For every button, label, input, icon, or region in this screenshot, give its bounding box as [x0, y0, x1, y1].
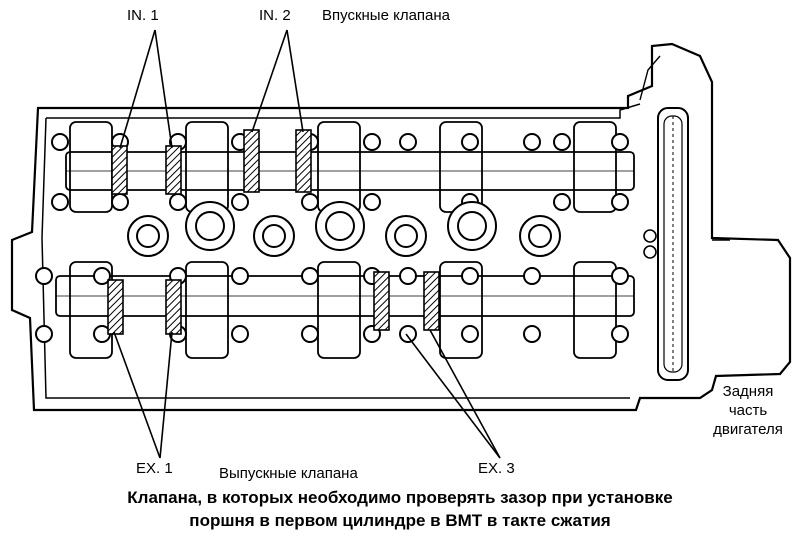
in2-label: IN. 2	[259, 7, 291, 24]
rear-line-3: двигателя	[713, 421, 783, 438]
caption-line-1: Клапана, в которых необходимо проверять …	[127, 488, 673, 507]
intake-valves-label: Впускные клапана	[322, 7, 451, 24]
pointer-lines	[113, 29, 501, 459]
exhaust-camshaft	[55, 275, 635, 317]
timing-chain	[639, 55, 730, 381]
spark-plug-wells	[127, 201, 561, 257]
cylinder-head-outline	[10, 42, 792, 412]
exhaust-valves-hatched	[107, 271, 440, 335]
rear-of-engine-label: Задняя часть двигателя	[700, 382, 796, 439]
head-inner-outline	[41, 103, 641, 399]
intake-camshaft	[65, 151, 635, 191]
ex1-label: EX. 1	[136, 460, 173, 477]
caption-line-2: поршня в первом цилиндре в ВМТ в такте с…	[189, 511, 611, 530]
intake-valves-hatched	[111, 129, 312, 195]
exhaust-valves-label: Выпускные клапана	[219, 465, 358, 482]
ex3-label: EX. 3	[478, 460, 515, 477]
in1-label: IN. 1	[127, 7, 159, 24]
rear-line-2: часть	[728, 402, 768, 419]
rear-line-1: Задняя	[722, 383, 774, 400]
